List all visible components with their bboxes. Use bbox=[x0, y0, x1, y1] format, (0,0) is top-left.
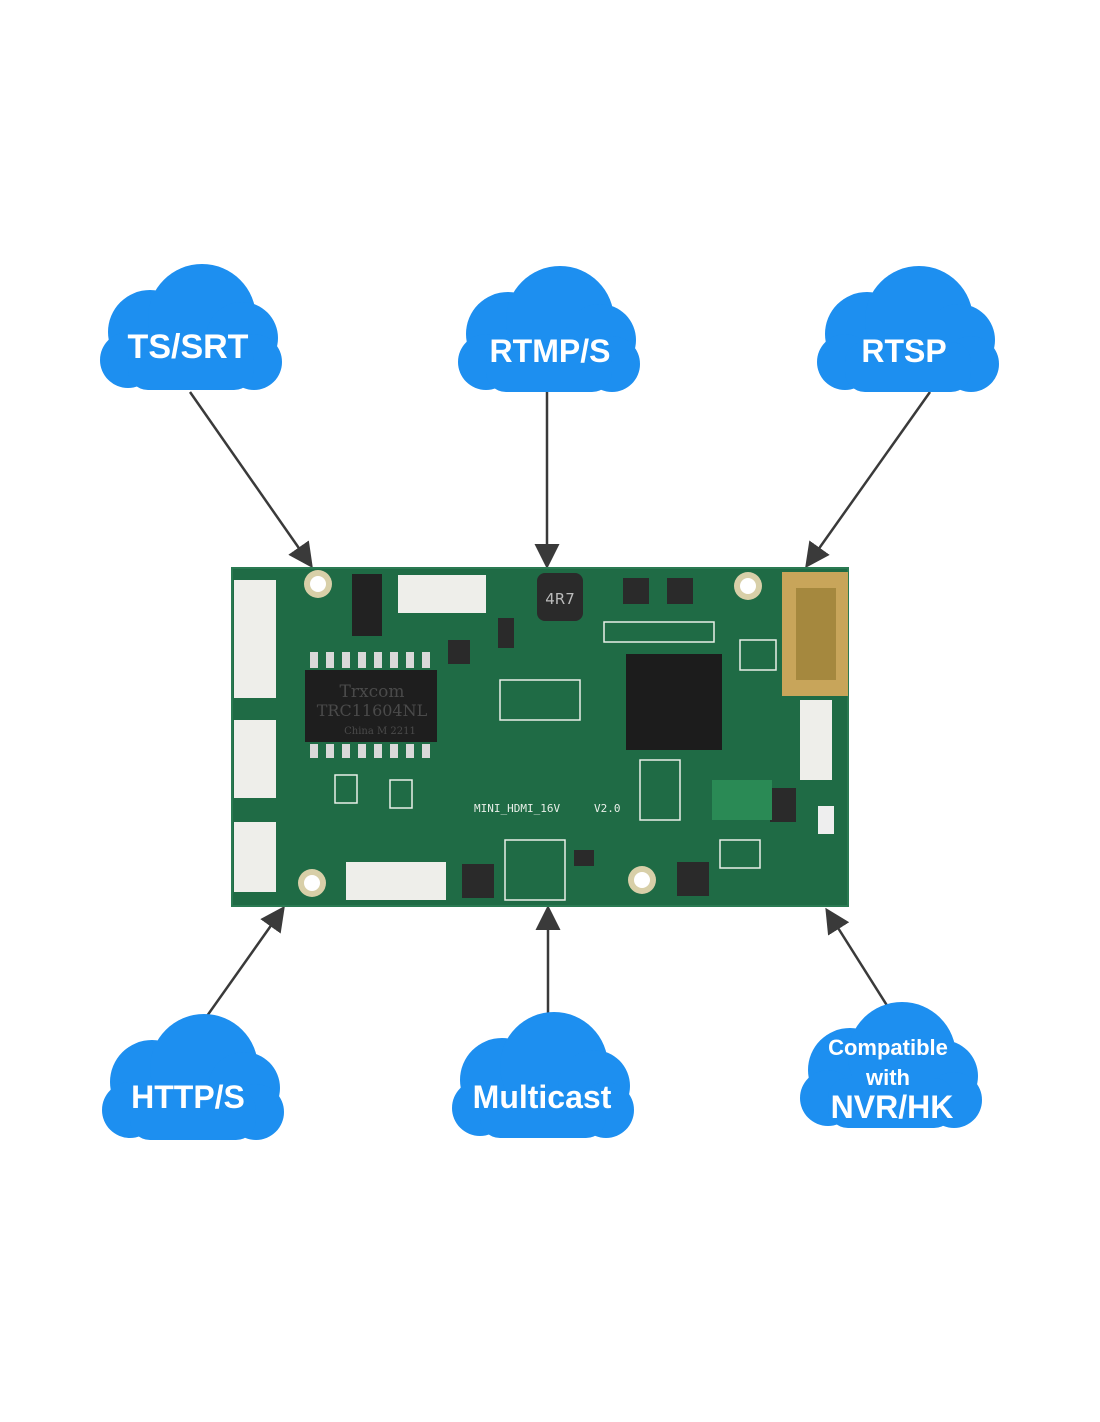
encoder-board: Trxcom TRC11604NL China M 2211 4R7 MINI_… bbox=[231, 567, 849, 907]
inductor bbox=[537, 573, 583, 621]
connector-j3 bbox=[234, 580, 276, 698]
arrow-rtsp bbox=[805, 391, 932, 569]
connector-jp2 bbox=[234, 822, 276, 892]
transformer-origin: China M 2211 bbox=[344, 726, 416, 737]
ethernet-transformer bbox=[305, 670, 437, 742]
transformer-brand: Trxcom bbox=[340, 682, 405, 702]
cloud-rtsp: RTSP bbox=[817, 266, 999, 392]
cloud-rtmp: RTMP/S bbox=[458, 266, 640, 392]
compat-line-2: with bbox=[865, 1065, 910, 1090]
green-chip bbox=[712, 780, 772, 820]
cloud-http: HTTP/S bbox=[102, 1014, 284, 1140]
protocol-label: Multicast bbox=[473, 1079, 612, 1115]
transformer-model: TRC11604NL bbox=[317, 701, 428, 720]
led4 bbox=[818, 806, 834, 834]
protocol-label: HTTP/S bbox=[131, 1079, 245, 1115]
protocol-label: TS/SRT bbox=[128, 328, 249, 366]
connector-top bbox=[398, 575, 486, 613]
connector-p7 bbox=[234, 720, 276, 798]
compat-line-1: Compatible bbox=[828, 1035, 948, 1060]
cloud-nvr: Compatible with NVR/HK bbox=[800, 1002, 982, 1128]
inductor-marking: 4R7 bbox=[545, 590, 575, 608]
diode-d9 bbox=[352, 574, 382, 636]
board-version: V2.0 bbox=[594, 802, 621, 815]
cloud-ts-srt: TS/SRT bbox=[100, 264, 282, 390]
protocol-label: RTSP bbox=[861, 333, 946, 369]
soc-chip bbox=[626, 654, 722, 750]
switch-s1 bbox=[800, 700, 832, 780]
protocol-label: RTMP/S bbox=[490, 333, 611, 369]
cloud-multicast: Multicast bbox=[452, 1012, 634, 1138]
board-name: MINI_HDMI_16V bbox=[474, 802, 560, 815]
arrow-nvr bbox=[825, 907, 895, 1016]
compat-line-3: NVR/HK bbox=[831, 1089, 954, 1125]
connector-bottom bbox=[346, 862, 446, 900]
arrow-ts-srt bbox=[188, 391, 313, 569]
